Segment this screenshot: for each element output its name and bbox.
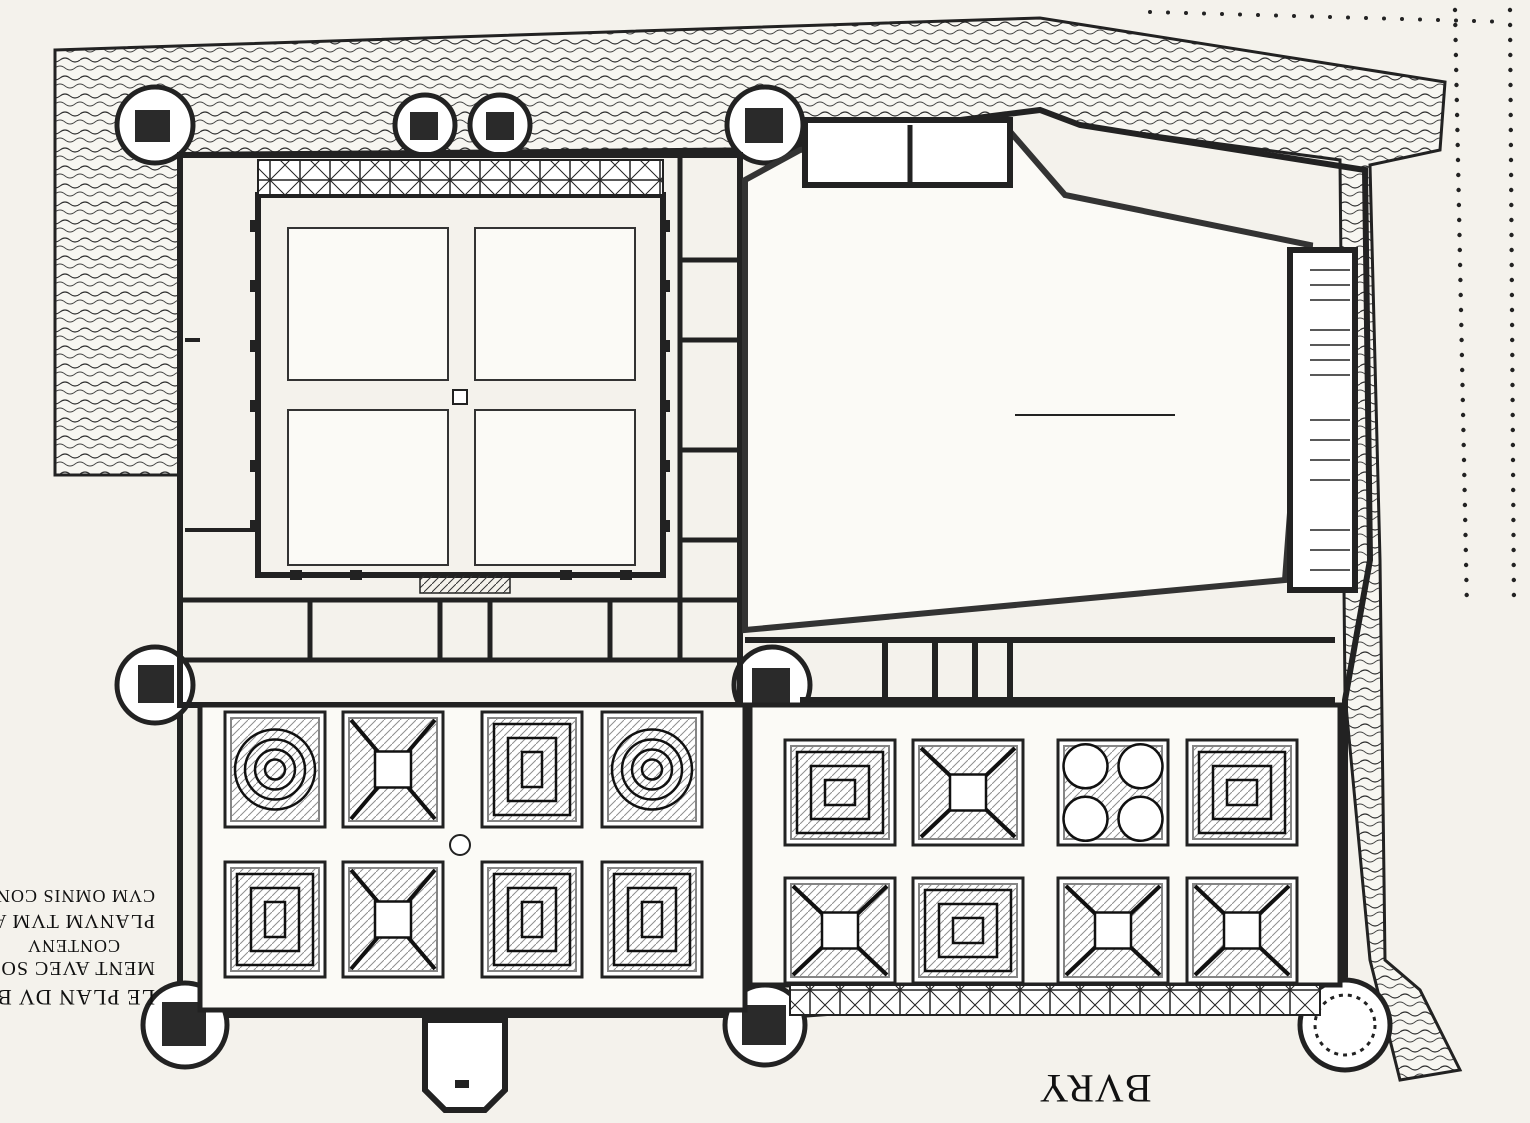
tower-n2 <box>467 92 533 158</box>
east-garden <box>747 702 1343 1016</box>
tower-w-mid <box>114 644 196 726</box>
parterre-square-key <box>1185 738 1299 847</box>
west-garden <box>197 702 748 1013</box>
tower-n1 <box>392 92 458 158</box>
parterre-octagon-knot <box>341 710 445 829</box>
parterre-cross-knot <box>341 860 445 979</box>
parterre-diagonal-grid <box>1056 876 1170 985</box>
parterre-star-knot <box>783 876 897 985</box>
tower-se <box>1297 977 1393 1073</box>
parterre-triangle-squares <box>783 738 897 847</box>
parterre-diagonal-squares <box>911 738 1025 847</box>
parterre-square-labyrinth <box>480 860 584 979</box>
parterre-quatrefoil-knot <box>223 860 327 979</box>
tower-nw <box>114 84 196 166</box>
parterre-square-maze <box>600 860 704 979</box>
main-building <box>177 152 743 720</box>
basse-cour <box>742 116 1358 703</box>
caption-line-1: LE PLAN DV BA <box>0 985 155 1010</box>
parterre-labyrinth-round <box>223 710 327 829</box>
caption-line-3: CONTENV <box>27 936 120 956</box>
parterre-circular-knot <box>600 710 704 829</box>
plan-title: BVRY <box>1039 1066 1152 1111</box>
parterre-crossed-squares <box>1185 876 1299 985</box>
parterre-nested-squares <box>911 876 1025 985</box>
parterre-four-circles <box>1056 738 1170 847</box>
caption-line-5: CVM OMNIS CONS <box>0 886 155 906</box>
parterre-square-knot <box>480 710 584 829</box>
chapel <box>422 1017 508 1113</box>
caption-block: LE PLAN DV BA MENT AVEC SO CONTENV PLANV… <box>0 886 155 1010</box>
tree-avenue <box>1148 7 1517 598</box>
caption-line-2: MENT AVEC SO <box>0 957 155 979</box>
cour-d-honneur <box>287 227 636 566</box>
caption-line-4: PLANVM TVM AD <box>0 910 155 932</box>
